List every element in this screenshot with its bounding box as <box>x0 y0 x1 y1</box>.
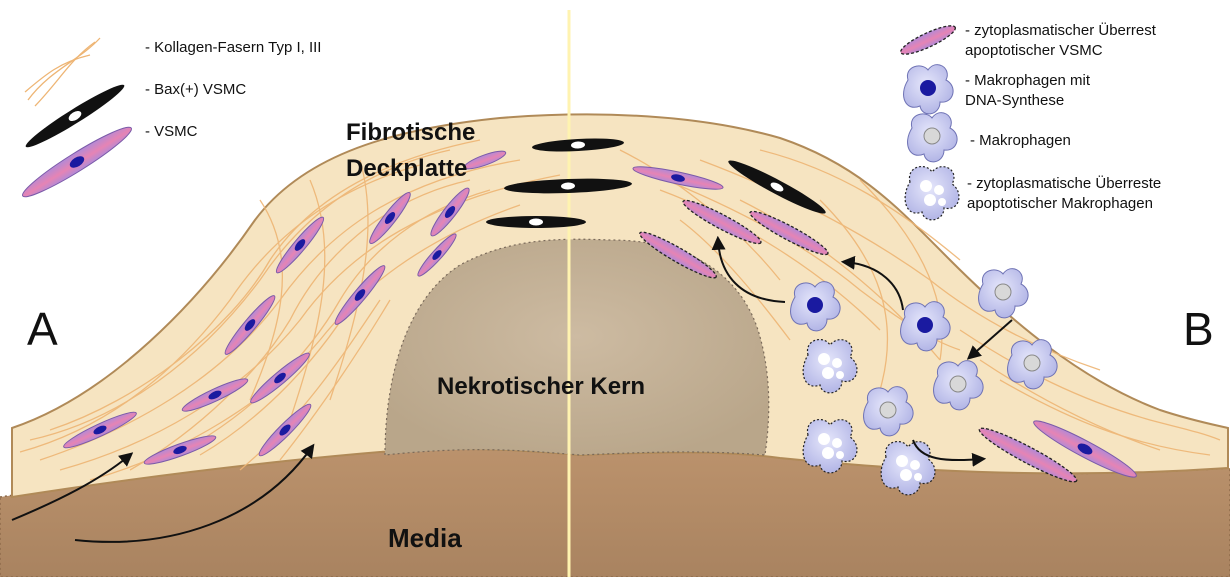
apoptotic-vsmc-remnant-icon <box>898 21 958 59</box>
macrophage-icon <box>908 113 958 162</box>
fibrous-cap-label-line2: Deckplatte <box>346 155 467 182</box>
legend-left: - Kollagen-Fasern Typ I, III - Bax(+) VS… <box>18 38 322 204</box>
bax-vsmc-cell <box>486 216 586 228</box>
macrophage <box>979 269 1029 318</box>
legend-right: - zytoplasmatischer Überrest apoptotisch… <box>898 21 1161 220</box>
legend-label-bax-vsmc: - Bax(+) VSMC <box>145 81 246 98</box>
apoptotic-macrophage-remnant-icon <box>905 167 959 220</box>
legend-label-collagen: - Kollagen-Fasern Typ I, III <box>145 39 321 56</box>
legend-label-apoptotic-vsmc-1: - zytoplasmatischer Überrest <box>965 21 1157 39</box>
legend-label-apoptotic-macrophage-1: - zytoplasmatische Überreste <box>967 174 1161 192</box>
legend-label-macrophage-dna-2: DNA-Synthese <box>965 92 1064 109</box>
collagen-fiber-icon <box>25 38 100 106</box>
panel-label-a: A <box>27 303 58 355</box>
legend-label-macrophage-dna-1: - Makrophagen mit <box>965 72 1091 89</box>
fibrous-cap-label-line1: Fibrotische <box>346 119 475 146</box>
panel-label-b: B <box>1183 303 1214 355</box>
legend-label-apoptotic-macrophage-2: apoptotischer Makrophagen <box>967 195 1153 212</box>
vsmc-icon <box>18 120 136 203</box>
legend-label-vsmc: - VSMC <box>145 123 198 140</box>
media-label: Media <box>388 523 462 553</box>
legend-label-macrophage: - Makrophagen <box>970 132 1071 149</box>
necrotic-core-label: Nekrotischer Kern <box>437 373 645 400</box>
macrophage-dna-synthesis-icon <box>904 65 954 114</box>
legend-label-apoptotic-vsmc-2: apoptotischer VSMC <box>965 42 1103 59</box>
